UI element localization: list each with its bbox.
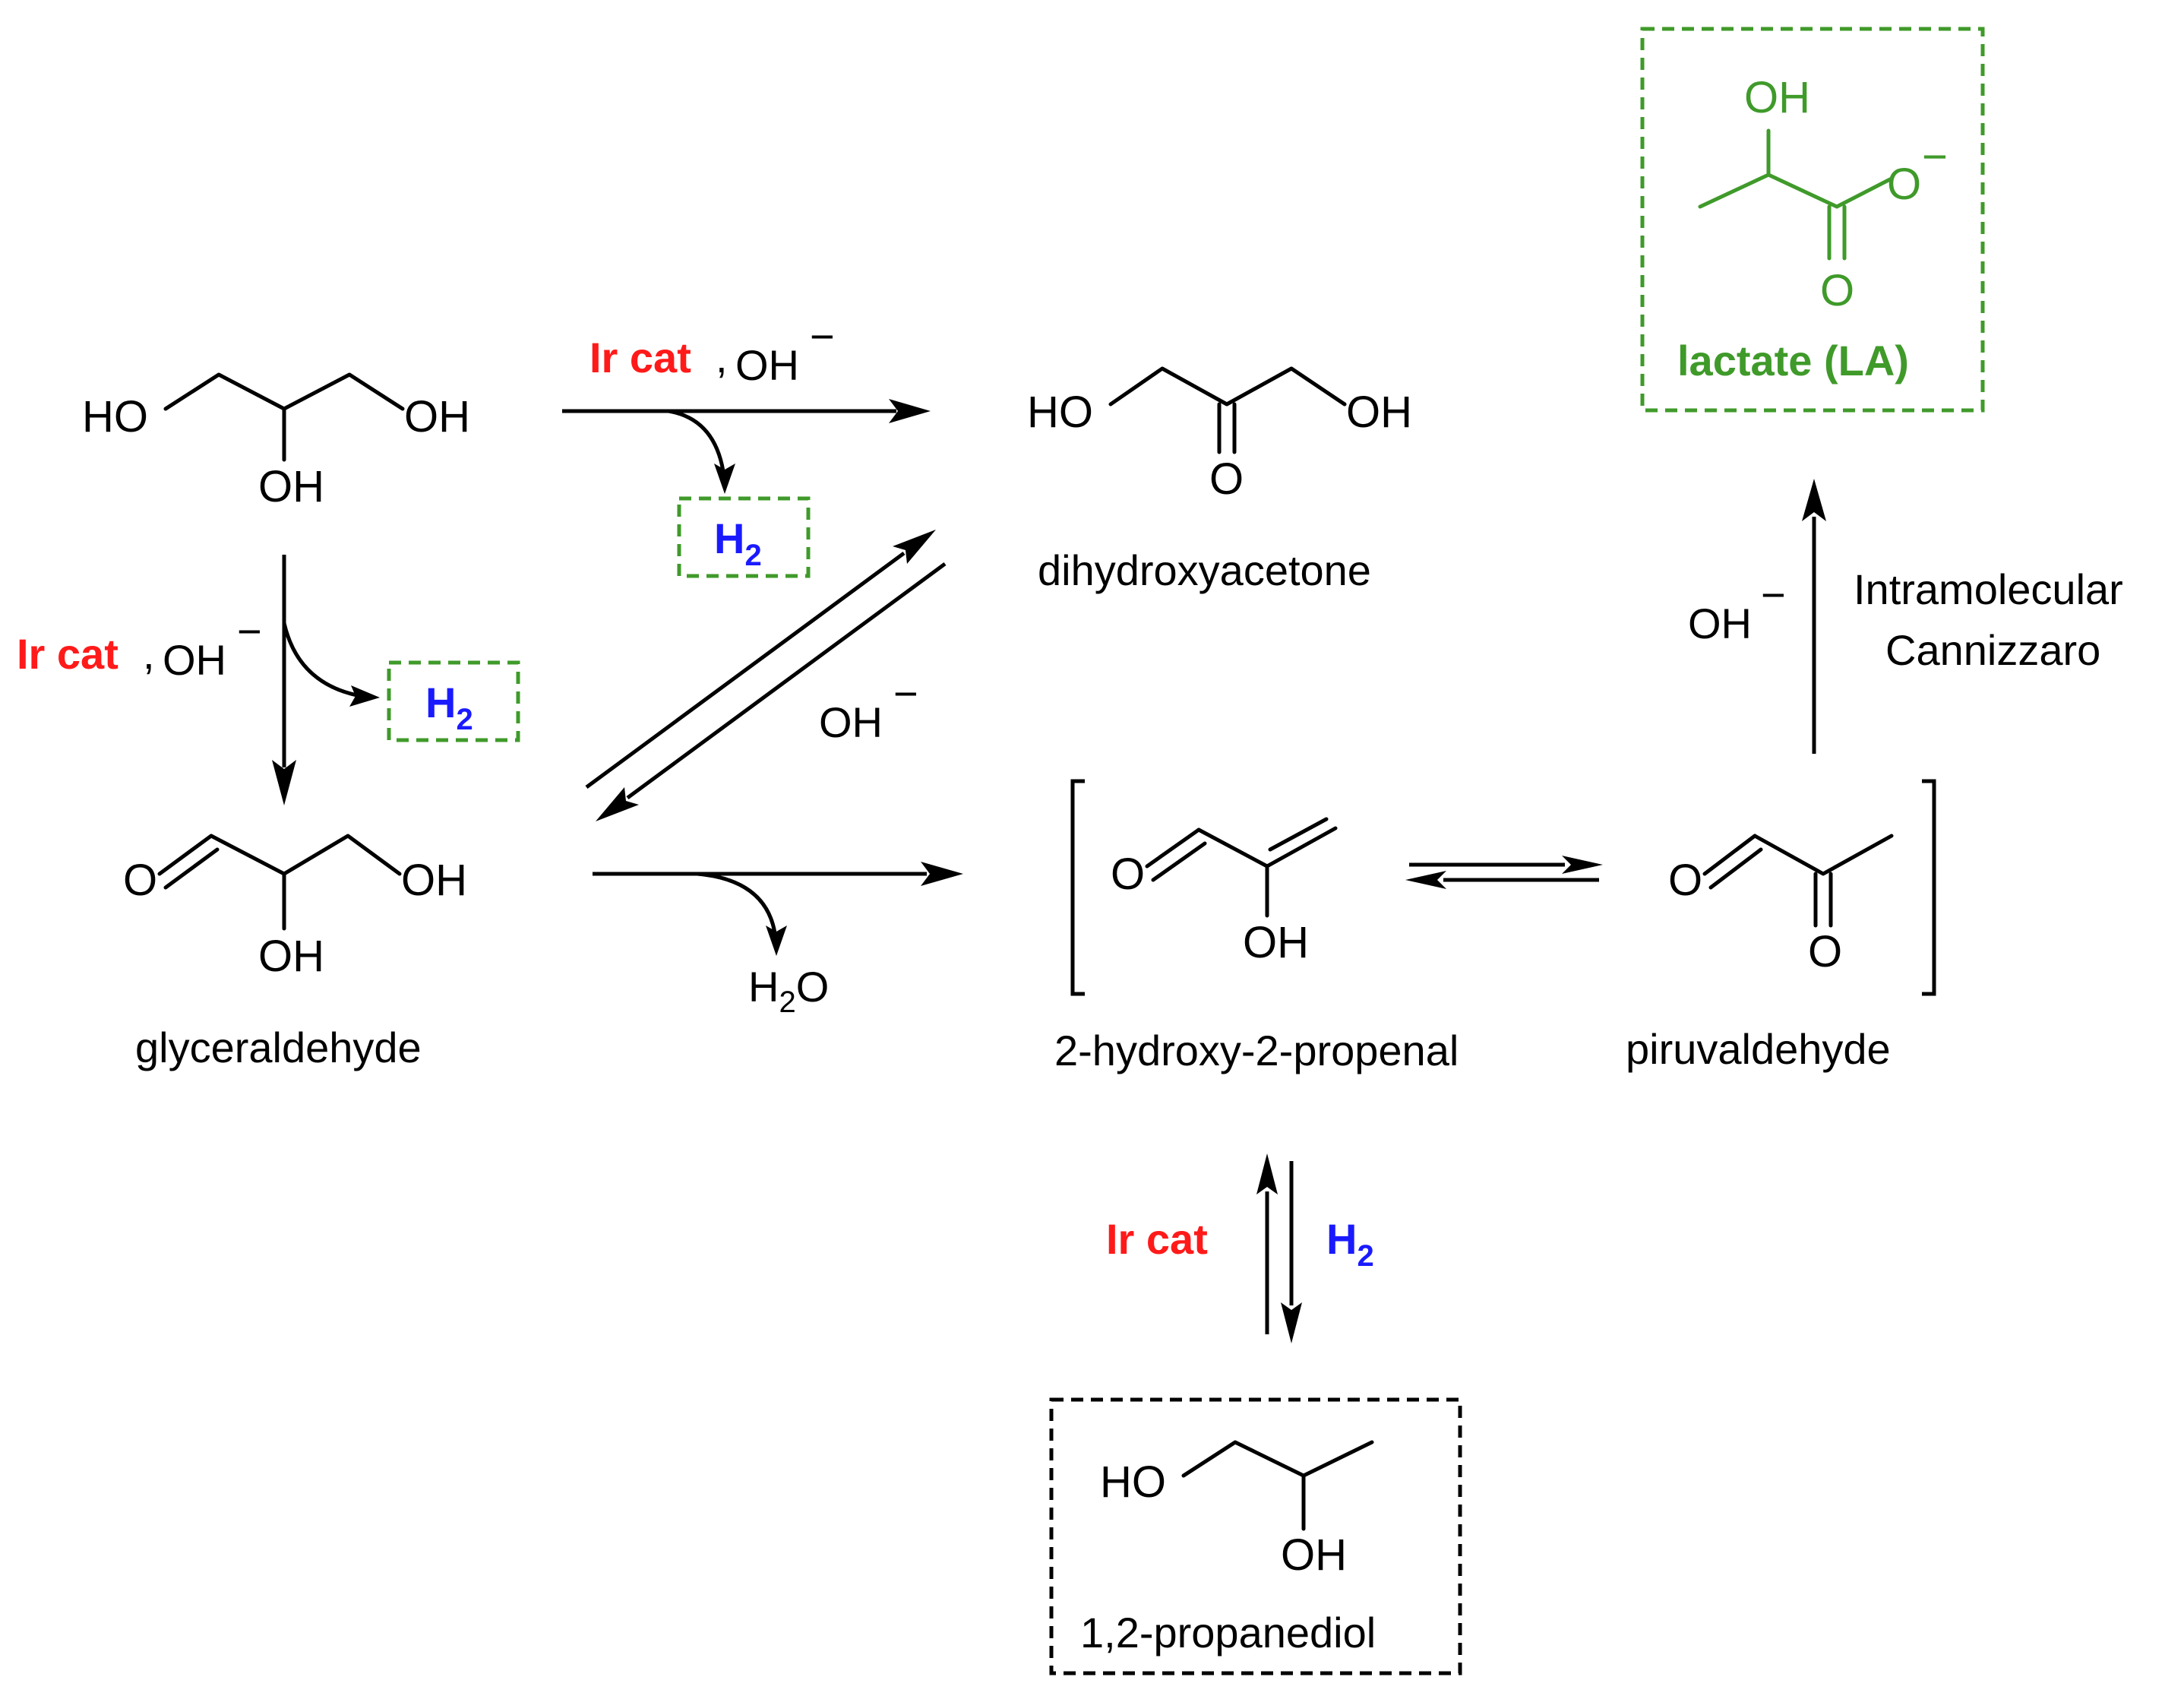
arrow-glycerol-to-glyceraldehyde — [272, 555, 380, 805]
bond — [163, 372, 405, 411]
equilibrium-hydrogenation: Ir cat H2 — [1106, 1153, 1374, 1343]
ir-cat-label: Ir cat — [17, 630, 119, 678]
lactate-box — [1640, 27, 1985, 413]
bond — [209, 834, 402, 876]
glycerol-structure: HO OH OH — [82, 372, 470, 511]
hydroxide-label: OH — [163, 636, 226, 684]
bond — [1708, 847, 1763, 890]
atom-label: OH — [1346, 388, 1412, 437]
atom-label: O — [1808, 927, 1842, 976]
condition-top: Ir cat , OH − — [589, 312, 835, 389]
hydroxypropenal-structure: O OH 2-hydroxy-2-propenal — [1054, 817, 1459, 1074]
glyceraldehyde-structure: O OH OH glyceraldehyde — [123, 834, 467, 1071]
atom-label: O — [123, 856, 157, 905]
arrow-dehydration: H2O — [593, 862, 963, 1019]
bond — [163, 847, 220, 890]
atom-label: OH — [258, 462, 324, 511]
hydroxide-label: OH — [735, 341, 799, 389]
atom-label: O — [1111, 850, 1145, 899]
compound-name: glyceraldehyde — [135, 1024, 422, 1071]
propanediol-box — [1049, 1397, 1462, 1675]
comma: , — [716, 334, 728, 381]
hydroxide-label: OH — [1688, 600, 1752, 647]
bond — [1268, 817, 1329, 852]
bond — [1753, 834, 1894, 876]
h2-label: H2 — [714, 514, 762, 572]
minus-sign: − — [237, 607, 262, 655]
propanediol-structure: HO OH 1,2-propanediol — [1049, 1397, 1462, 1675]
compound-name: 1,2-propanediol — [1080, 1609, 1376, 1656]
dihydroxyacetone-structure: HO O OH dihydroxyacetone — [1027, 366, 1412, 594]
atom-label: OH — [1744, 73, 1810, 122]
bond — [1181, 1440, 1374, 1478]
compound-name: dihydroxyacetone — [1038, 546, 1371, 594]
bond — [1698, 172, 1892, 209]
ir-cat-label: Ir cat — [1106, 1215, 1208, 1263]
atom-label: O — [1887, 160, 1921, 209]
atom-label: HO — [1100, 1457, 1166, 1507]
compound-name: piruvaldehyde — [1626, 1025, 1891, 1073]
ir-cat-label: Ir cat — [589, 334, 691, 381]
bond — [1196, 827, 1269, 869]
atom-label: HO — [82, 392, 148, 441]
charge-label: − — [1922, 132, 1948, 182]
atom-label: OH — [401, 856, 467, 905]
atom-label: O — [1209, 454, 1244, 504]
bond — [1702, 834, 1757, 876]
h2-box-top: H2 — [677, 496, 811, 578]
piruvaldehyde-structure: O O piruvaldehyde — [1626, 834, 1894, 1073]
h2-box-left: H2 — [387, 660, 520, 742]
bond — [1108, 366, 1347, 407]
equilibrium-glyceraldehyde-dha: OH − — [585, 530, 947, 821]
arrow-glycerol-to-dha — [562, 399, 931, 494]
right-bracket — [1922, 779, 1936, 996]
compound-name: 2-hydroxy-2-propenal — [1054, 1027, 1459, 1074]
atom-label: OH — [1281, 1530, 1347, 1580]
left-bracket — [1070, 779, 1085, 996]
atom-label: OH — [404, 392, 470, 441]
bond — [1151, 841, 1207, 882]
lactate-structure: OH O O − lactate (LA) — [1640, 27, 1985, 413]
h2-label: H2 — [425, 679, 473, 736]
cannizzaro-label-line1: Intramolecular — [1854, 565, 2123, 613]
compound-name: lactate (LA) — [1677, 337, 1909, 384]
equilibrium-tautomer — [1405, 856, 1603, 889]
atom-label: O — [1820, 266, 1854, 315]
bond — [1265, 826, 1338, 869]
atom-label: HO — [1027, 388, 1093, 437]
hydroxide-label: OH — [819, 698, 883, 746]
h2-label: H2 — [1326, 1215, 1374, 1273]
condition-left: Ir cat , OH − — [17, 607, 262, 684]
minus-sign: − — [1761, 571, 1786, 619]
atom-label: OH — [1243, 918, 1309, 967]
arrow-cannizzaro: OH − Intramolecular Cannizzaro — [1688, 479, 2123, 754]
atom-label: O — [1668, 856, 1702, 905]
bond — [1145, 827, 1201, 869]
water-label: H2O — [748, 963, 829, 1019]
comma: , — [143, 630, 155, 678]
cannizzaro-label-line2: Cannizzaro — [1885, 626, 2100, 674]
atom-label: OH — [258, 932, 324, 981]
bond — [157, 834, 213, 876]
minus-sign: − — [893, 669, 918, 717]
minus-sign: − — [810, 312, 835, 360]
